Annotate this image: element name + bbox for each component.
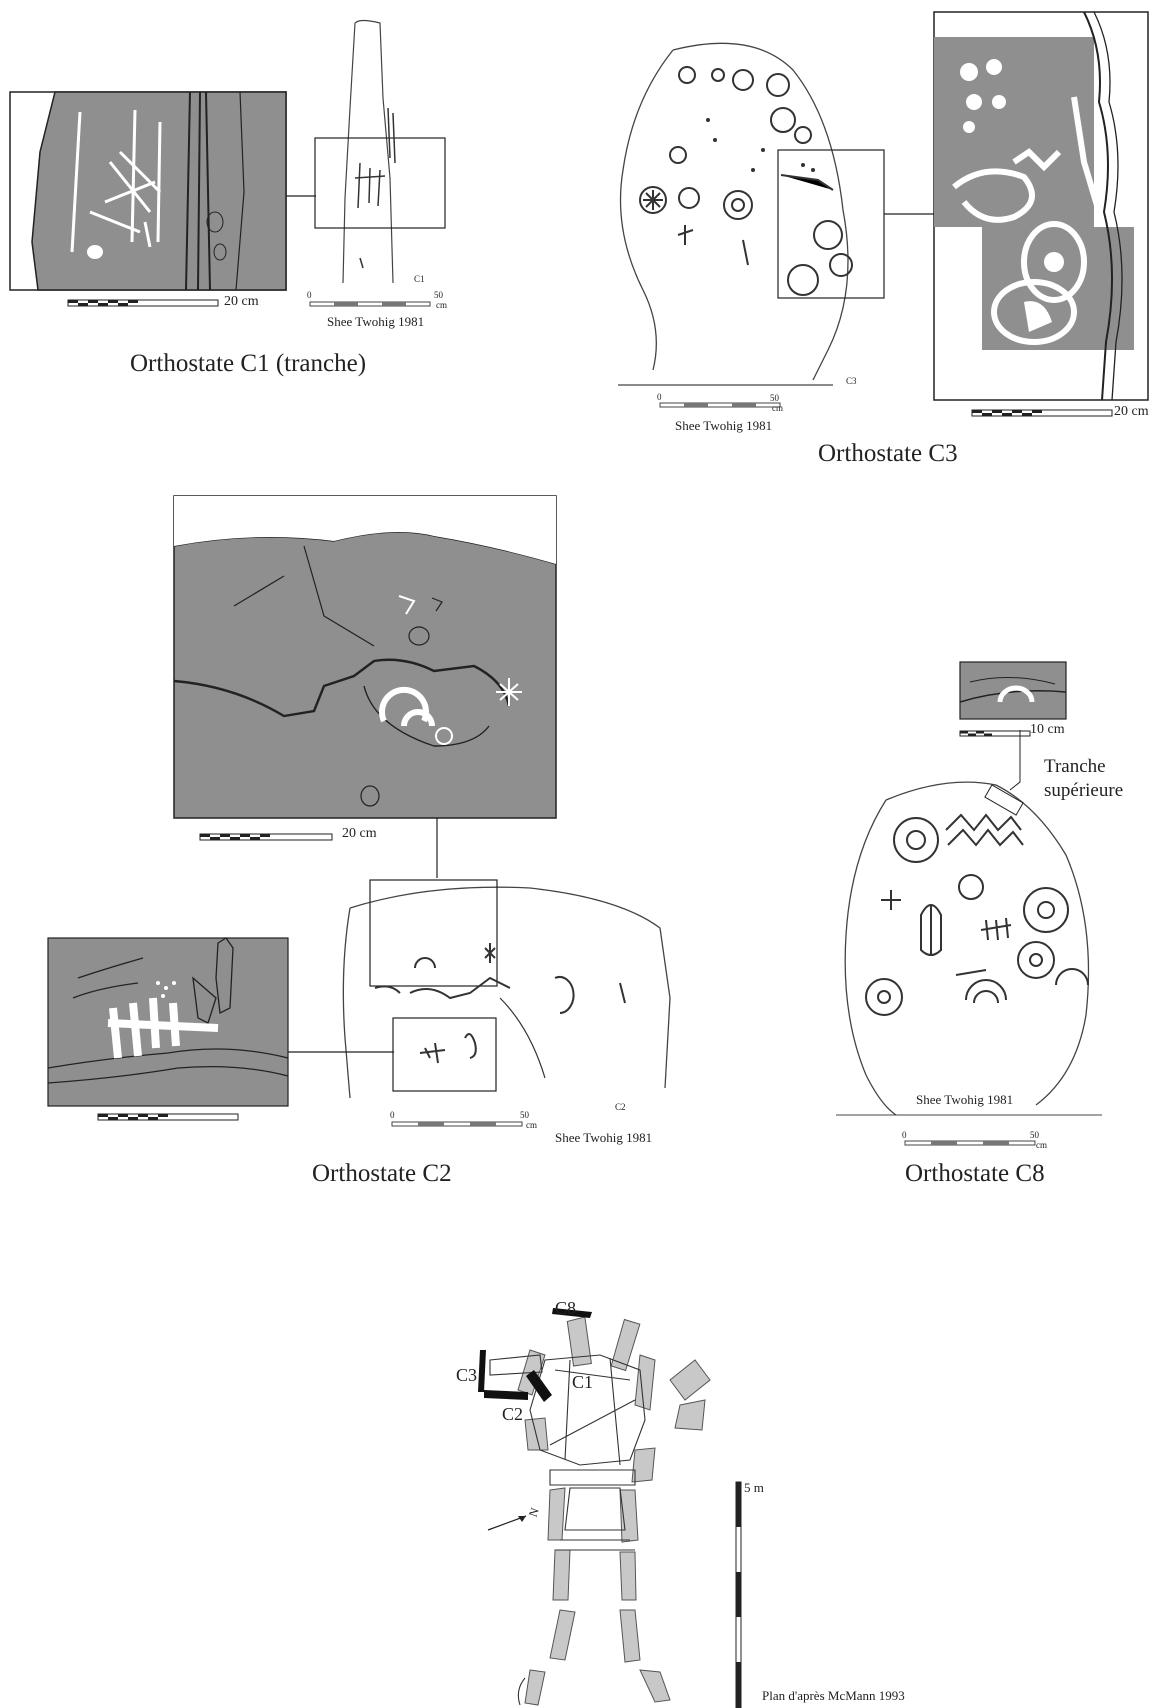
c8-scale-label: 10 cm [1030,722,1065,737]
c3-ruler-start: 0 [657,392,662,402]
c8-source: Shee Twohig 1981 [916,1092,1014,1107]
c2-lower-detail-panel [47,937,289,1107]
c1-stone-drawing [314,19,446,284]
c2-source: Shee Twohig 1981 [555,1130,653,1145]
c3-stone-drawing [618,42,885,386]
c3-source: Shee Twohig 1981 [675,418,773,433]
c2-ruler-start: 0 [390,1110,395,1120]
c2-detail-panel [173,495,557,819]
c1-scale-label: 20 cm [224,294,259,309]
c2-ruler-end: 50 [520,1110,529,1120]
c3-scale-bar [971,409,1113,417]
plan-label-c3: C3 [456,1365,478,1385]
c1-ruler-start: 0 [307,290,312,300]
c8-callout-line2: supérieure [1044,780,1124,801]
c1-source: Shee Twohig 1981 [327,314,425,329]
c1-stone-label: C1 [414,274,425,284]
c8-ruler-start: 0 [902,1130,907,1140]
plan-scale-label: 5 m [744,1480,764,1495]
c2-stone-drawing [342,879,671,1099]
c3-ruler [659,402,781,408]
c1-ruler [309,301,431,307]
plan-label-c8: C8 [555,1298,577,1318]
c1-ruler-unit: cm [436,300,447,310]
c1-caption: Orthostate C1 (tranche) [130,350,367,377]
c8-scale-bar [959,730,1031,737]
c8-callout-line [1009,730,1021,791]
c8-detail-panel [959,661,1067,720]
c8-stone-drawing [836,781,1102,1116]
c3-caption: Orthostate C3 [818,440,958,467]
plan-drawing [478,1308,711,1706]
c3-connector [884,213,934,215]
c2-upper-connector [436,818,438,878]
c2-ruler-unit: cm [526,1120,537,1130]
c1-connector [286,195,316,197]
c1-scale-bar [67,299,219,307]
plan-label-c2: C2 [502,1404,524,1424]
plan-scale-bar [735,1481,742,1708]
c3-ruler-end: 50 [770,393,779,403]
c3-detail-panel [933,11,1149,401]
plan-label-c1: C1 [572,1372,594,1392]
c3-ruler-unit: cm [772,403,783,413]
c1-detail-panel [9,91,287,291]
c8-caption: Orthostate C8 [905,1160,1045,1187]
c1-ruler-end: 50 [434,290,443,300]
c3-stone-label: C3 [846,376,857,386]
c8-ruler-end: 50 [1030,1130,1039,1140]
c2-stone-label: C2 [615,1102,626,1112]
north-arrow-icon [487,1515,527,1531]
c2-lower-scale-bar [97,1113,239,1121]
c2-scale-bar [199,833,333,841]
c3-scale-label: 20 cm [1114,404,1149,419]
c2-lower-connector [288,1051,394,1053]
c8-callout-line1: Tranche [1044,756,1106,777]
c2-scale-label: 20 cm [342,826,377,841]
c8-ruler [904,1140,1036,1146]
c8-ruler-unit: cm [1036,1140,1047,1150]
c2-ruler [391,1121,523,1127]
c2-caption: Orthostate C2 [312,1160,452,1187]
plan-source: Plan d'après McMann 1993 [762,1688,905,1703]
